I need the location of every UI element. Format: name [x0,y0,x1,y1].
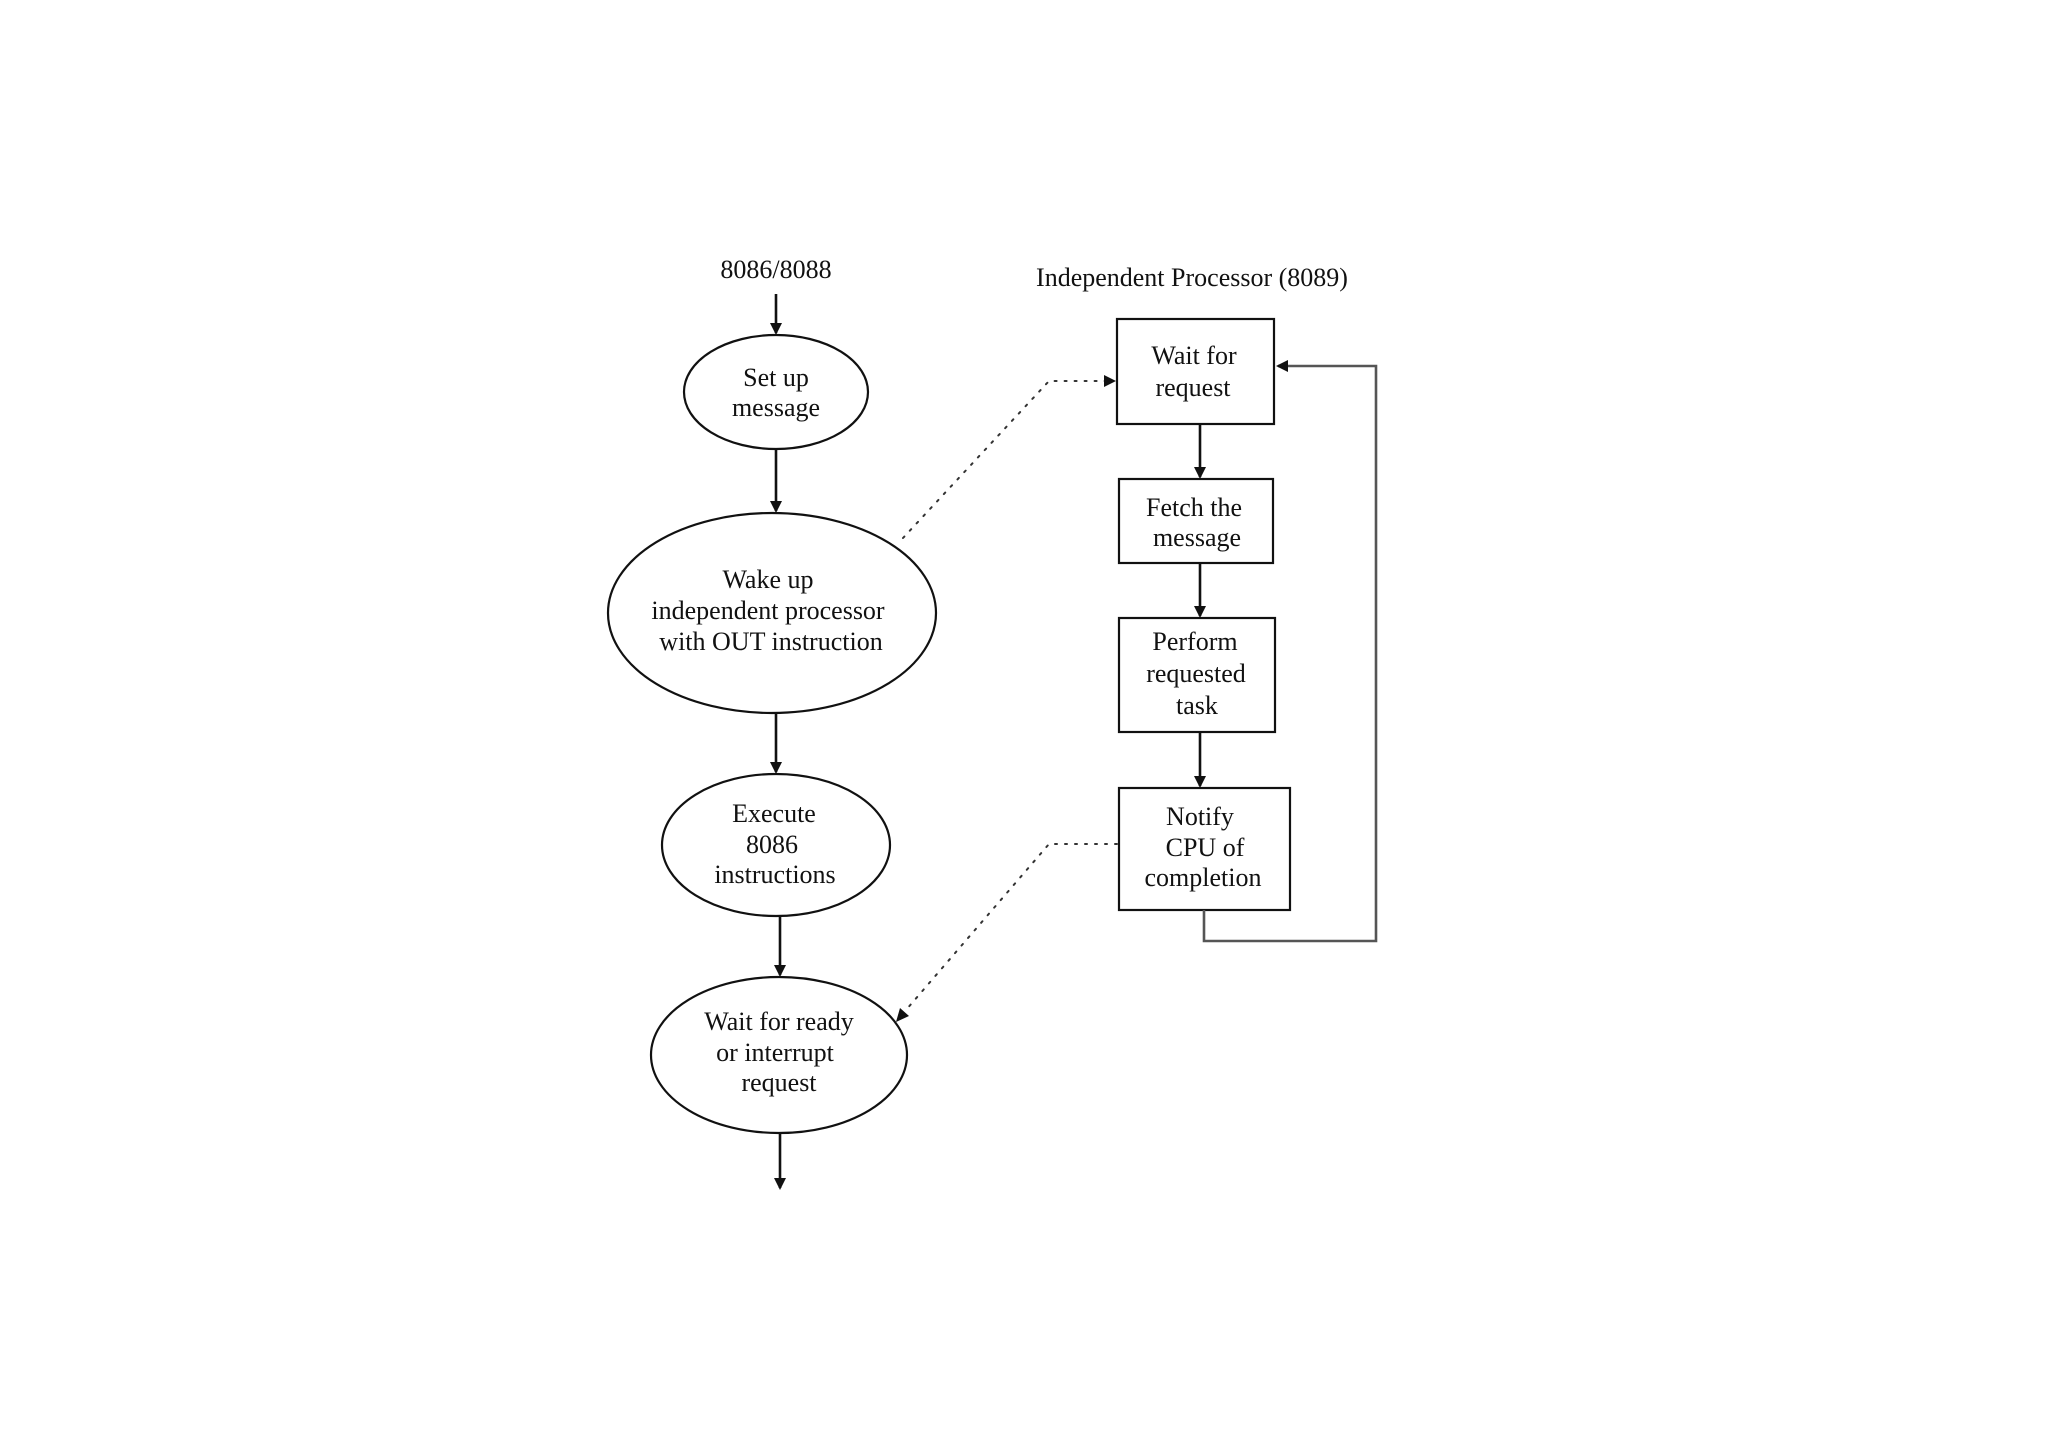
iop-step-notify-cpu: Notify CPU of completion [1117,786,1292,912]
step-text-line: request [741,1068,817,1097]
step-text-line: Wait for [1151,341,1237,370]
step-text-line: Perform [1152,627,1237,656]
step-text-line: requested [1146,659,1246,688]
step-text-line: Wait for ready [704,1007,854,1036]
step-text-line: independent processor [651,596,885,625]
step-text-line: with OUT instruction [659,627,882,656]
step-text-line: Fetch the [1146,493,1242,522]
step-text-line: or interrupt [716,1038,834,1067]
cpu-step-execute-instructions: Execute 8086 instructions [660,772,892,918]
step-text-line: task [1176,691,1218,720]
step-text-line: 8086 [746,830,798,859]
step-text-line: completion [1145,863,1262,892]
step-text-line: request [1155,373,1231,402]
dotted-completion-signal [905,843,1118,1011]
step-text-line: Execute [732,799,816,828]
cpu-step-wait-ready-interrupt: Wait for ready or interrupt request [649,975,909,1135]
step-text-line: CPU of [1166,833,1245,862]
dotted-wake-signal-arrowhead [1104,375,1116,387]
step-text-line: Notify [1166,802,1234,831]
iop-step-wait-for-request: Wait for request [1115,317,1276,426]
step-text-line: message [1153,523,1241,552]
iop-step-perform-task: Perform requested task [1117,616,1277,734]
step-text-line: message [732,393,820,422]
cpu-column-header: 8086/8088 [720,255,831,284]
cpu-step-wake-up-processor: Wake up independent processor with OUT i… [606,511,938,715]
step-text-line: Set up [743,363,809,392]
iop-step-fetch-message: Fetch the message [1117,477,1275,565]
loop-back-arrow [1202,360,1378,943]
iop-column-header: Independent Processor (8089) [1036,263,1348,292]
dotted-wake-signal [902,380,1107,539]
cpu-step-setup-message: Set up message [682,333,870,451]
step-text-line: instructions [714,860,835,889]
dotted-completion-signal-arrowhead [896,1008,909,1022]
step-text-line: Wake up [722,565,813,594]
